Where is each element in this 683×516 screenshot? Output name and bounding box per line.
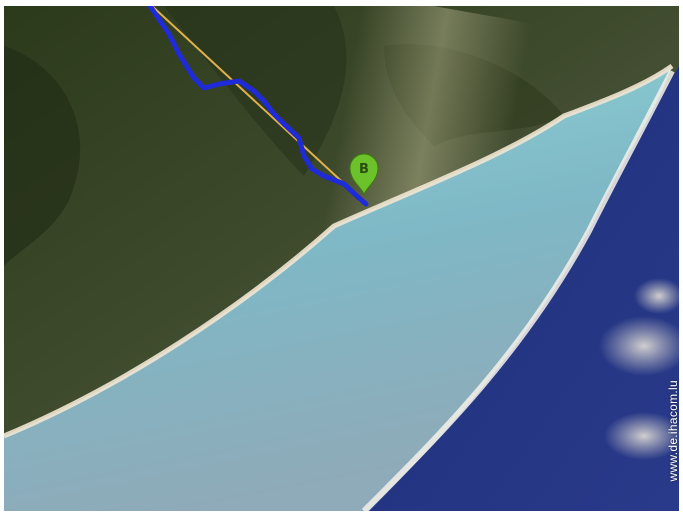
watermark: www.de.ihacom.lu [666, 380, 680, 482]
cloud [599, 316, 679, 376]
coastline [4, 63, 674, 439]
route-path[interactable] [147, 6, 369, 207]
map-pin-icon [349, 153, 379, 196]
satellite-map-canvas: B [4, 6, 679, 511]
mountain-ridge [4, 46, 81, 266]
ocean [364, 66, 679, 511]
reef-edge [361, 69, 675, 511]
marker-b[interactable]: B [349, 153, 379, 196]
cloud [604, 412, 679, 460]
lagoon [4, 66, 672, 511]
satellite-map[interactable]: B [4, 6, 679, 511]
direct-line [151, 6, 365, 203]
marker-label: B [359, 162, 369, 177]
cloud [634, 278, 679, 314]
